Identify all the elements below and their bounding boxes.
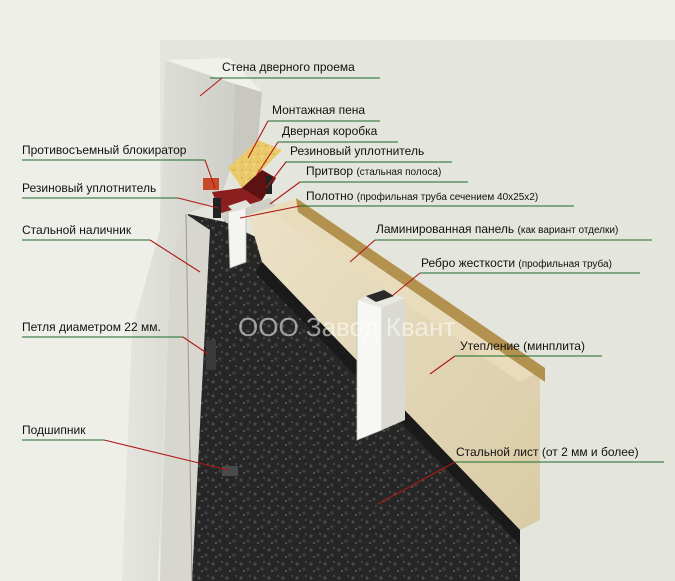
mounting-foam [228,140,282,188]
label-rubber-seal-left: Резиновый уплотнитель [22,181,157,195]
wall-top-face [165,58,262,92]
leader-leaf [239,205,301,219]
label-laminated-panel: Ламинированная панель (как вариант отдел… [376,222,618,238]
steel-trim-edge [185,213,193,581]
anti-removal-pin [203,178,219,190]
leader-insulation [429,355,456,375]
label-door-frame: Дверная коробка [282,124,378,138]
leader-laminated-panel [349,239,376,263]
label-rubber-seal-right: Резиновый уплотнитель [290,144,425,158]
label-door-stop: Притвор (стальная полоса) [306,164,441,180]
leader-lines [103,77,456,505]
label-steel-trim: Стальной наличник [22,223,132,237]
label-leaf-note: (профильная труба сечением 40х25х2) [356,192,539,203]
label-underlines [22,77,664,463]
leader-door-stop [269,181,301,205]
panel-top-face [262,200,545,382]
leader-door-frame [255,141,279,177]
label-hinge: Петля диаметром 22 мм. [22,320,161,334]
leader-hinge [182,336,209,355]
leaf-profile-top [228,200,252,212]
leaf-profile-tube [227,205,247,269]
steel-leaf-face [170,214,520,581]
label-anti-removal: Противосъемный блокиратор [22,143,187,157]
wall-side-face [232,84,262,164]
laminated-panel-edge [296,198,545,382]
leader-wall-opening [199,77,223,97]
steel-trim-column [160,214,210,581]
label-laminated-panel-text: Ламинированная панель [376,222,515,236]
stiffener-hole [366,290,394,302]
leader-rubber-seal-left [177,197,219,209]
stiffener-side [382,298,405,430]
label-bearing: Подшипник [22,423,86,437]
label-stiffener: Ребро жесткости (профильная труба) [421,256,612,272]
label-mounting-foam: Монтажная пена [272,103,366,117]
watermark: ООО Завод Квант [238,312,456,342]
leader-bearing [103,439,229,471]
label-leaf: Полотно (профильная труба сечением 40х25… [306,189,538,205]
label-leaf-text: Полотно [306,189,354,203]
label-laminated-panel-note: (как вариант отделки) [517,225,619,236]
label-wall-opening: Стена дверного проема [222,60,355,74]
label-stiffener-text: Ребро жесткости [421,256,516,270]
leader-steel-sheet [377,461,456,505]
leader-stiffener [391,272,421,297]
label-door-stop-note: (стальная полоса) [356,167,442,178]
label-stiffener-note: (профильная труба) [518,259,612,270]
bearing [222,466,238,476]
leader-steel-trim [149,239,201,273]
leader-mounting-foam [247,120,269,159]
hinge [206,340,216,370]
leader-anti-removal [204,159,216,189]
leader-rubber-seal-right [265,161,287,189]
label-steel-sheet: Стальной лист (от 2 мм и более) [456,445,639,459]
label-insulation: Утепление (минплита) [460,339,585,353]
label-door-stop-text: Притвор [306,164,354,178]
